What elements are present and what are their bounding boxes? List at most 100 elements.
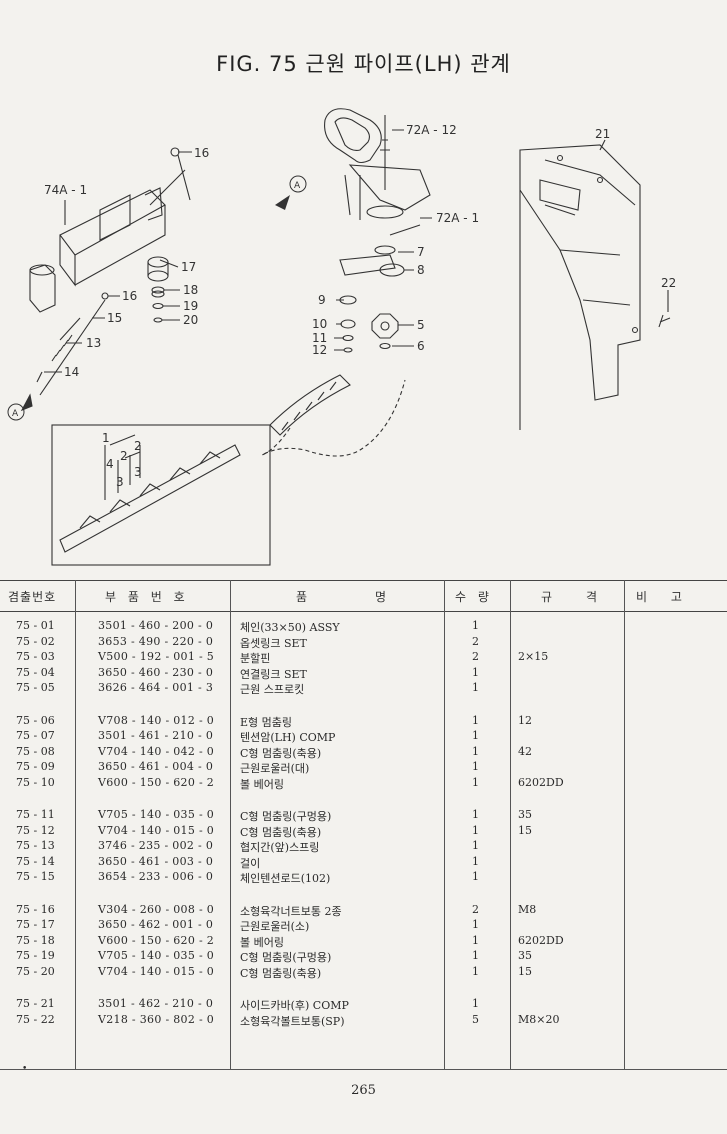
row-spec: 6202DD [518,933,564,947]
row-spec: M8 [518,902,537,916]
row-part-name: 근원로울러(소) [240,920,310,933]
row-id: 75 - 07 [16,729,55,742]
column-divider [510,580,511,1070]
row-part-number: V600 - 150 - 620 - 2 [98,775,215,789]
row-part-name: E형 멈춤링 [240,715,293,729]
svg-text:10: 10 [312,317,327,331]
row-part-number: 3653 - 490 - 220 - 0 [98,634,214,648]
exploded-parts-diagram: 16 74A - 1 A 17 18 16 19 15 20 13 14 A 7… [7,108,676,566]
row-quantity: 1 [472,949,479,962]
row-part-name: 소형육각볼트보통(SP) [240,1014,345,1028]
row-part-number: 3746 - 235 - 002 - 0 [98,839,214,852]
svg-text:18: 18 [183,283,198,297]
row-part-number: 3654 - 233 - 006 - 0 [98,870,214,883]
header-spec-a: 규 [541,590,557,604]
row-quantity: 1 [472,619,479,632]
svg-text:2: 2 [134,439,142,453]
row-part-name: 소형육각너트보통 2종 [240,904,342,918]
tension-arm-72a-drawing [324,108,431,236]
svg-text:9: 9 [318,293,326,307]
svg-text:16: 16 [194,146,209,160]
row-part-number: V705 - 140 - 035 - 0 [98,808,215,821]
row-spec: 2×15 [518,650,549,663]
row-quantity: 1 [472,665,479,679]
row-part-number: V704 - 140 - 042 - 0 [98,744,215,758]
row-quantity: 1 [472,775,479,789]
header-part-number: 부 품 번 호 [105,590,189,604]
svg-text:20: 20 [183,313,198,327]
row-quantity: 1 [472,760,479,773]
bullet-mark: • [22,1064,28,1074]
svg-text:21: 21 [595,127,610,141]
svg-text:5: 5 [417,318,425,332]
svg-text:6: 6 [417,339,425,353]
row-part-number: 3650 - 462 - 001 - 0 [98,918,214,931]
row-spec: 35 [518,808,532,821]
row-part-number: 3650 - 460 - 230 - 0 [98,665,214,679]
row-quantity: 1 [472,729,479,742]
row-id: 75 - 01 [16,619,55,632]
row-part-name: 텐션암(LH) COMP [240,731,336,744]
svg-text:19: 19 [183,299,198,313]
svg-text:13: 13 [86,336,101,350]
svg-text:11: 11 [312,331,327,345]
row-part-number: V218 - 360 - 802 - 0 [98,1012,215,1026]
svg-text:3: 3 [134,465,142,479]
table-bottom-rule [0,1069,727,1070]
column-divider [624,580,625,1070]
row-part-name: 걸이 [240,856,261,870]
row-part-name: C형 멈춤링(축용) [240,825,322,839]
row-part-name: C형 멈춤링(축용) [240,746,322,760]
figure-title: FIG. 75 근원 파이프(LH) 관계 [216,52,511,76]
row-part-number: 3626 - 464 - 001 - 3 [98,681,214,694]
row-part-name: 협지간(앞)스프링 [240,841,320,854]
row-spec: 42 [518,744,532,758]
column-divider [444,580,445,1070]
row-part-name: 볼 베어링 [240,777,284,791]
side-cover-21-drawing [519,139,671,430]
row-id: 75 - 17 [16,918,55,931]
row-part-name: 옵셋링크 SET [240,636,307,650]
row-part-name: C형 멈춤링(구멍용) [240,951,332,964]
header-id: 겸출번호 [8,590,57,604]
row-part-name: C형 멈춤링(구멍용) [240,810,332,823]
svg-text:A: A [294,181,301,191]
svg-text:8: 8 [417,263,425,277]
row-part-number: 3501 - 462 - 210 - 0 [98,997,214,1010]
row-spec: 15 [518,964,532,978]
row-quantity: 1 [472,964,479,978]
row-quantity: 2 [472,634,479,648]
header-spec-b: 격 [586,590,602,604]
svg-text:74A - 1: 74A - 1 [44,183,87,197]
row-quantity: 1 [472,870,479,883]
row-spec: 35 [518,949,532,962]
row-part-number: V500 - 192 - 001 - 5 [98,650,215,663]
row-part-name: C형 멈춤링(축용) [240,966,322,980]
row-part-name: 볼 베어링 [240,935,284,949]
row-id: 75 - 19 [16,949,55,962]
row-quantity: 2 [472,650,479,663]
row-id: 75 - 13 [16,839,55,852]
row-part-name: 사이드카바(후) COMP [240,999,349,1012]
row-part-name: 분할핀 [240,652,271,665]
row-spec: 6202DD [518,775,564,789]
row-part-number: V705 - 140 - 035 - 0 [98,949,215,962]
tension-rod-spring-drawing [20,299,106,412]
svg-text:22: 22 [661,276,676,290]
row-part-name: 근원 스프로킷 [240,683,305,696]
row-part-number: V704 - 140 - 015 - 0 [98,823,215,837]
row-part-number: V304 - 260 - 008 - 0 [98,902,215,916]
inset-chain-detail [51,424,271,566]
svg-text:7: 7 [417,245,425,259]
